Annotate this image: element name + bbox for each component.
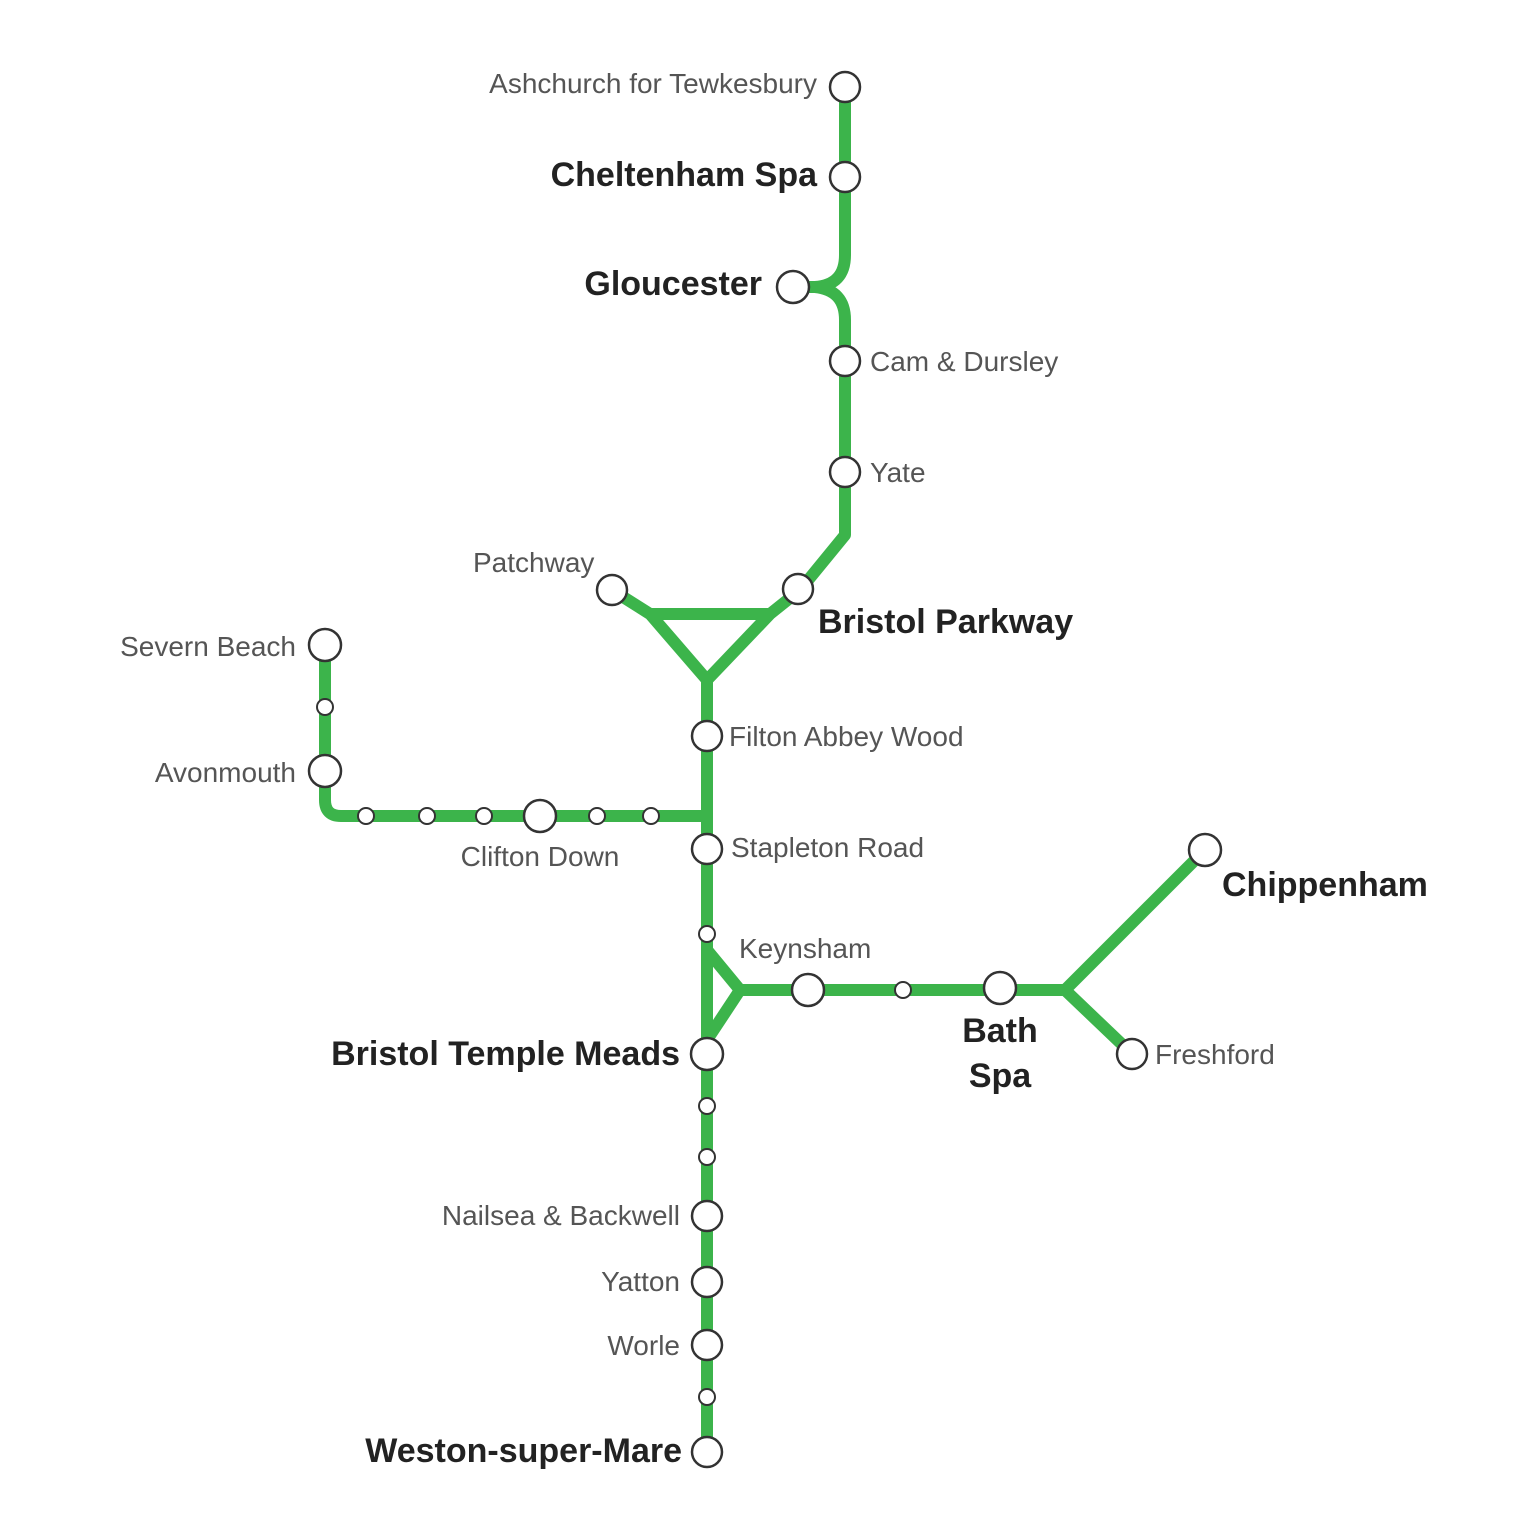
- station-patchway[interactable]: [595, 573, 629, 607]
- station-yatton[interactable]: [690, 1265, 724, 1299]
- station-temple-meads[interactable]: [689, 1036, 725, 1072]
- station-severn-beach[interactable]: [307, 627, 343, 663]
- station-parkway[interactable]: [781, 572, 815, 606]
- label-worle: Worle: [607, 1330, 680, 1361]
- label-temple-meads: Bristol Temple Meads: [331, 1035, 680, 1073]
- station-stapleton[interactable]: [690, 832, 724, 866]
- minor-stop[interactable]: [642, 807, 660, 825]
- minor-stop[interactable]: [894, 981, 912, 999]
- label-clifton: Clifton Down: [461, 841, 620, 872]
- minor-stop[interactable]: [698, 925, 716, 943]
- station-weston[interactable]: [690, 1435, 724, 1469]
- station-avonmouth[interactable]: [307, 753, 343, 789]
- track-patchway-triangle: [606, 584, 806, 686]
- label-bath-line-2: Spa: [969, 1057, 1032, 1095]
- label-yate: Yate: [870, 457, 926, 488]
- station-bath[interactable]: [982, 970, 1018, 1006]
- track-severn-beach: [319, 639, 713, 822]
- station-yate[interactable]: [828, 455, 862, 489]
- track-lines: [319, 84, 1211, 1456]
- label-chippenham: Chippenham: [1222, 866, 1428, 904]
- label-cheltenham: Cheltenham Spa: [551, 156, 818, 194]
- label-keynsham: Keynsham: [739, 933, 871, 964]
- minor-stop[interactable]: [698, 1148, 716, 1166]
- label-parkway: Bristol Parkway: [818, 603, 1073, 641]
- label-weston: Weston-super-Mare: [365, 1432, 682, 1470]
- track-north: [789, 84, 851, 596]
- minor-stop[interactable]: [588, 807, 606, 825]
- station-ashchurch[interactable]: [828, 70, 862, 104]
- label-yatton: Yatton: [601, 1266, 680, 1297]
- station-cam[interactable]: [828, 344, 862, 378]
- station-labels: Ashchurch for Tewkesbury Cheltenham Spa …: [120, 68, 1428, 1470]
- minor-stops: [316, 698, 912, 1406]
- station-clifton[interactable]: [522, 798, 558, 834]
- station-chippenham[interactable]: [1187, 832, 1223, 868]
- label-cam: Cam & Dursley: [870, 346, 1058, 377]
- label-stapleton: Stapleton Road: [731, 832, 924, 863]
- station-filton[interactable]: [690, 719, 724, 753]
- label-filton: Filton Abbey Wood: [729, 721, 964, 752]
- minor-stop[interactable]: [357, 807, 375, 825]
- label-freshford: Freshford: [1155, 1039, 1275, 1070]
- label-gloucester: Gloucester: [584, 265, 762, 303]
- label-nailsea: Nailsea & Backwell: [442, 1200, 680, 1231]
- station-worle[interactable]: [690, 1328, 724, 1362]
- minor-stop[interactable]: [475, 807, 493, 825]
- minor-stop[interactable]: [418, 807, 436, 825]
- minor-stop[interactable]: [316, 698, 334, 716]
- station-freshford[interactable]: [1115, 1037, 1149, 1071]
- label-avonmouth: Avonmouth: [155, 757, 296, 788]
- minor-stop[interactable]: [698, 1388, 716, 1406]
- station-nailsea[interactable]: [690, 1199, 724, 1233]
- label-patchway: Patchway: [473, 547, 594, 578]
- station-gloucester[interactable]: [775, 269, 811, 305]
- label-bath-line-1: Bath: [962, 1012, 1038, 1050]
- label-severn-beach: Severn Beach: [120, 631, 296, 662]
- minor-stop[interactable]: [698, 1097, 716, 1115]
- station-cheltenham[interactable]: [828, 160, 862, 194]
- label-ashchurch: Ashchurch for Tewkesbury: [489, 68, 817, 99]
- station-keynsham[interactable]: [790, 972, 826, 1008]
- station-markers: [307, 70, 1223, 1469]
